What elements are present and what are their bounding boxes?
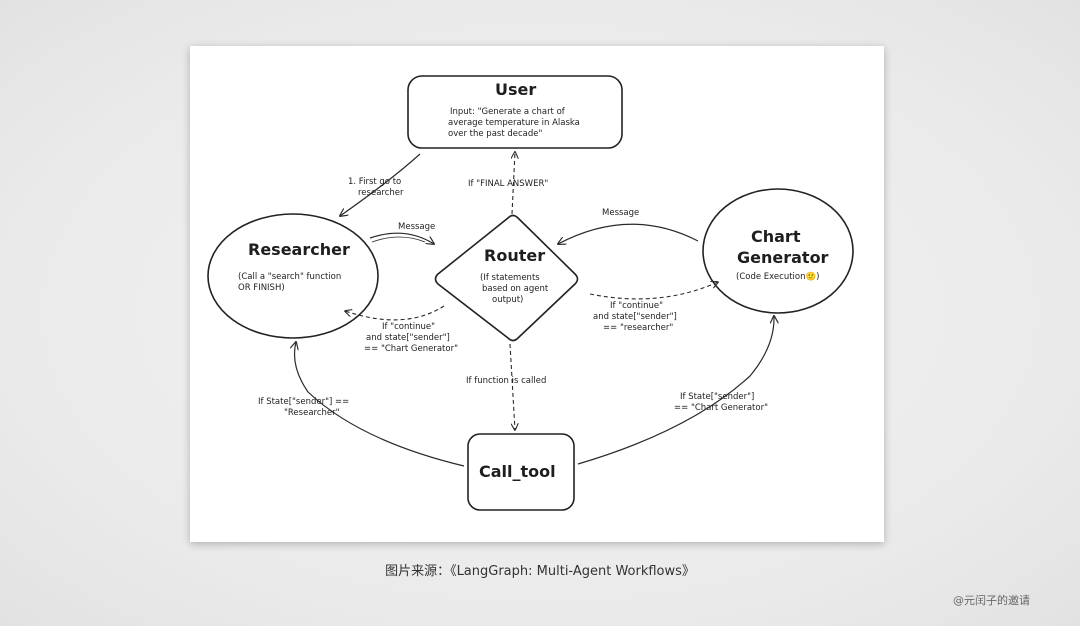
workflow-diagram: User Input: "Generate a chart of average… bbox=[207, 75, 854, 511]
router-subtitle-1: (If statements bbox=[480, 273, 540, 283]
edge-router-to-calltool: If function is called bbox=[466, 343, 546, 430]
edge-label-router-to-user: If "FINAL ANSWER" bbox=[468, 179, 548, 189]
edge-label-router-to-chart-2: and state["sender"] bbox=[593, 312, 677, 322]
edge-label-router-to-researcher-1: If "continue" bbox=[382, 322, 435, 332]
edge-label-router-to-chart-1: If "continue" bbox=[610, 301, 663, 311]
edge-label-calltool-to-researcher-1: If State["sender"] == bbox=[258, 397, 349, 407]
chart-generator-title-1: Chart bbox=[751, 227, 801, 246]
call-tool-node: Call_tool bbox=[467, 433, 575, 511]
edge-label-calltool-to-researcher-2: "Researcher" bbox=[284, 408, 340, 418]
router-node: Router (If statements based on agent out… bbox=[434, 214, 579, 342]
user-node: User Input: "Generate a chart of average… bbox=[407, 75, 623, 149]
researcher-subtitle-1: (Call a "search" function bbox=[238, 272, 341, 282]
researcher-title: Researcher bbox=[248, 240, 350, 259]
edge-user-to-researcher: 1. First go to researcher bbox=[340, 153, 421, 216]
edge-label-calltool-to-chart-2: == "Chart Generator" bbox=[674, 403, 768, 413]
edge-label-researcher-to-router: Message bbox=[398, 222, 435, 232]
call-tool-title: Call_tool bbox=[479, 462, 556, 481]
user-subtitle-2: average temperature in Alaska bbox=[448, 118, 580, 128]
edge-label-calltool-to-chart-1: If State["sender"] bbox=[680, 392, 754, 402]
watermark: @元闰子的邀请 bbox=[953, 594, 1030, 607]
edge-calltool-to-chart: If State["sender"] == "Chart Generator" bbox=[577, 316, 774, 465]
edge-label-user-to-researcher-2: researcher bbox=[358, 188, 404, 198]
user-subtitle-3: over the past decade" bbox=[448, 129, 543, 139]
router-title: Router bbox=[484, 246, 545, 265]
user-title: User bbox=[495, 80, 536, 99]
edge-label-router-to-chart-3: == "researcher" bbox=[603, 323, 673, 333]
edge-label-router-to-researcher-2: and state["sender"] bbox=[366, 333, 450, 343]
edge-label-router-to-calltool: If function is called bbox=[466, 376, 546, 386]
edge-router-to-user: If "FINAL ANSWER" bbox=[468, 152, 548, 215]
edge-calltool-to-researcher: If State["sender"] == "Researcher" bbox=[258, 342, 465, 467]
image-caption: 图片来源：《LangGraph: Multi-Agent Workflows》 bbox=[385, 564, 695, 579]
edge-router-to-chart: If "continue" and state["sender"] == "re… bbox=[589, 282, 718, 333]
researcher-node: Researcher (Call a "search" function OR … bbox=[207, 213, 379, 339]
edge-researcher-to-router: Message bbox=[369, 222, 435, 244]
router-subtitle-2: based on agent bbox=[482, 284, 549, 294]
user-subtitle-1: Input: "Generate a chart of bbox=[450, 107, 566, 117]
chart-generator-subtitle: (Code Execution🙂) bbox=[736, 271, 819, 282]
edge-label-user-to-researcher-1: 1. First go to bbox=[348, 177, 401, 187]
chart-generator-title-2: Generator bbox=[737, 248, 829, 267]
researcher-subtitle-2: OR FINISH) bbox=[238, 283, 285, 293]
diagram-card: User Input: "Generate a chart of average… bbox=[190, 46, 884, 542]
edge-label-router-to-researcher-3: == "Chart Generator" bbox=[364, 344, 458, 354]
edge-router-to-researcher: If "continue" and state["sender"] == "Ch… bbox=[345, 305, 458, 354]
edge-label-chart-to-router: Message bbox=[602, 208, 639, 218]
router-subtitle-3: output) bbox=[492, 295, 523, 305]
chart-generator-node: Chart Generator (Code Execution🙂) bbox=[702, 188, 854, 314]
edge-chart-to-router: Message bbox=[558, 208, 699, 244]
